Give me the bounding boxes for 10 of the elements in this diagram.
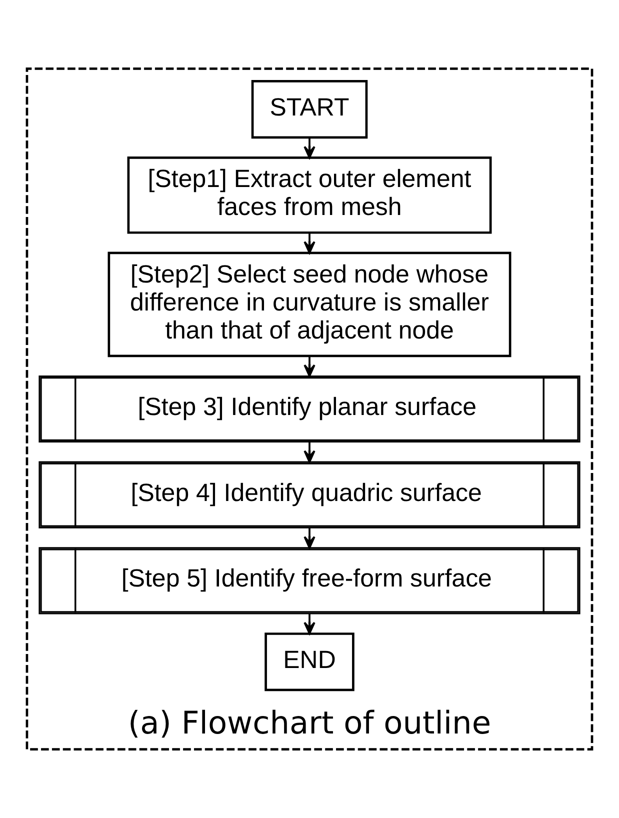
arrow [304, 356, 316, 377]
arrow [304, 232, 316, 254]
arrow [304, 528, 316, 549]
arrow [304, 442, 316, 463]
node-box: END [264, 632, 354, 692]
arrow [304, 614, 316, 634]
node-box: START [251, 80, 368, 139]
arrow [304, 138, 316, 159]
node-box: [Step1] Extract outer element faces from mesh [127, 156, 492, 234]
node-box: [Step2] Select seed node whose difference in curvature is smaller than that of adjacent node [108, 252, 512, 358]
